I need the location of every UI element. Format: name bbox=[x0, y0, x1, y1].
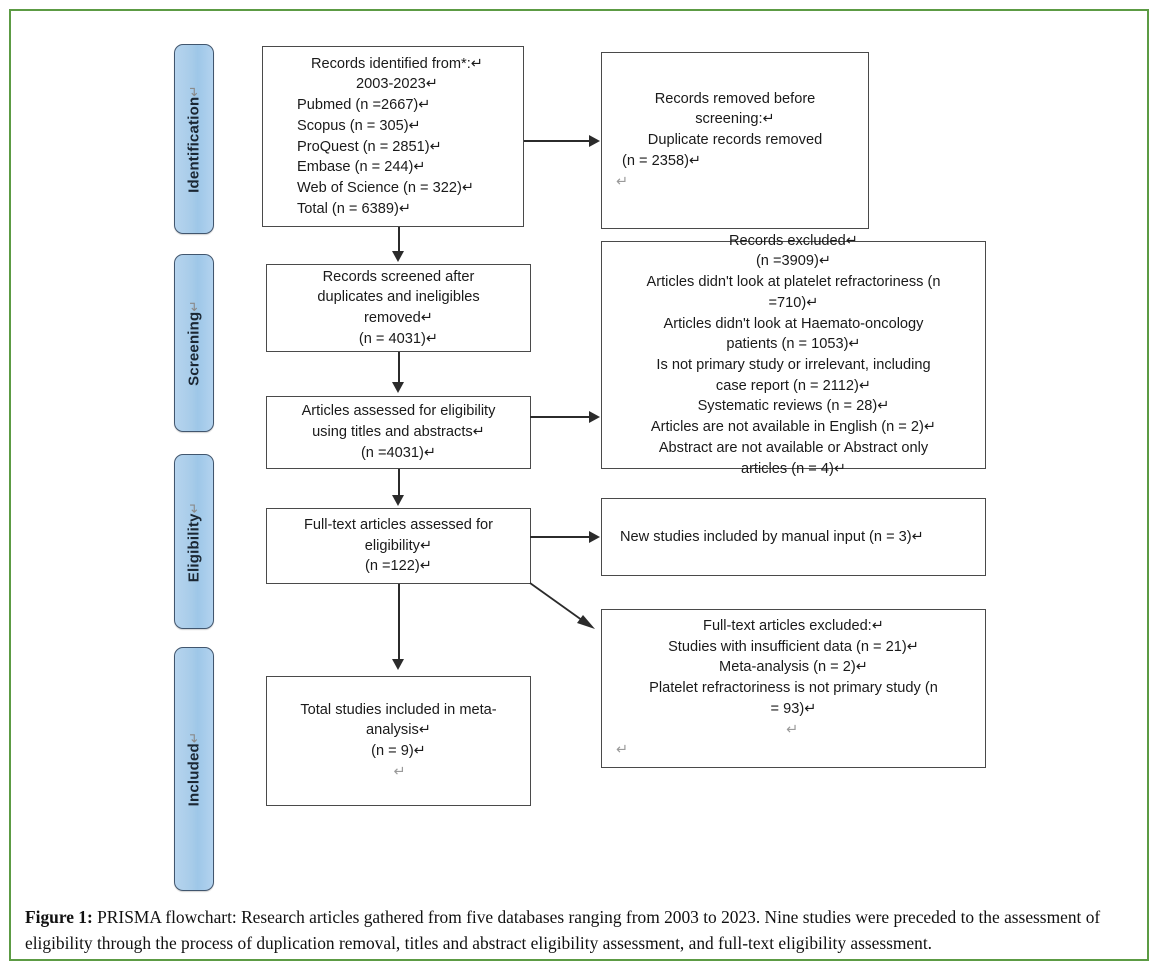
box-new-studies-manual: New studies included by manual input (n … bbox=[601, 498, 986, 576]
box-total-included-text: Total studies included in meta- analysis… bbox=[300, 701, 497, 780]
arrowhead-assessed-to-fulltext bbox=[392, 495, 404, 506]
box-fulltext-assessed: Full-text articles assessed for eligibil… bbox=[266, 508, 531, 584]
box-records-identified: Records identified from*:↵ 2003-2023↵ Pu… bbox=[262, 46, 524, 227]
connector-fulltext-to-excluded bbox=[529, 582, 595, 629]
box-articles-assessed: Articles assessed for eligibility using … bbox=[266, 396, 531, 469]
connector-assessed-to-excluded bbox=[530, 416, 591, 418]
figure-caption: Figure 1: PRISMA flowchart: Research art… bbox=[25, 904, 1133, 956]
phase-pill-included: Included↵ bbox=[174, 647, 214, 891]
connector-screened-to-assessed bbox=[398, 352, 400, 384]
box-records-removed: Records removed before screening:↵ Dupli… bbox=[601, 52, 869, 229]
arrowhead-screened-to-assessed bbox=[392, 382, 404, 393]
arrowhead-assessed-to-excluded bbox=[589, 411, 600, 423]
box-total-included: Total studies included in meta- analysis… bbox=[266, 676, 531, 806]
connector-identified-to-removed bbox=[524, 140, 591, 142]
figure-frame: Identification↵ Screening↵ Eligibility↵ … bbox=[9, 9, 1149, 961]
prisma-flowchart: Identification↵ Screening↵ Eligibility↵ … bbox=[11, 11, 1147, 891]
phase-pill-eligibility: Eligibility↵ bbox=[174, 454, 214, 629]
box-records-removed-text: Records removed before screening:↵ Dupli… bbox=[616, 90, 823, 190]
box-records-identified-text: Records identified from*:↵ 2003-2023↵ Pu… bbox=[297, 55, 484, 217]
box-records-screened: Records screened after duplicates and in… bbox=[266, 264, 531, 352]
phase-pill-screening: Screening↵ bbox=[174, 254, 214, 432]
arrowhead-fulltext-to-total bbox=[392, 659, 404, 670]
figure-caption-body: PRISMA flowchart: Research articles gath… bbox=[25, 907, 1101, 954]
connector-identified-to-screened bbox=[398, 227, 400, 253]
arrowhead-identified-to-removed bbox=[589, 135, 600, 147]
phase-pill-identification: Identification↵ bbox=[174, 44, 214, 234]
arrowhead-fulltext-to-newstudies bbox=[589, 531, 600, 543]
figure-caption-lead: Figure 1: bbox=[25, 907, 93, 927]
box-new-studies-manual-text: New studies included by manual input (n … bbox=[620, 528, 924, 545]
connector-fulltext-to-newstudies bbox=[530, 536, 591, 538]
box-fulltext-assessed-text: Full-text articles assessed for eligibil… bbox=[304, 516, 493, 575]
box-records-excluded-text: Records excluded↵ (n =3909)↵ Articles di… bbox=[646, 232, 941, 477]
box-articles-assessed-text: Articles assessed for eligibility using … bbox=[301, 403, 496, 461]
box-records-excluded: Records excluded↵ (n =3909)↵ Articles di… bbox=[601, 233, 986, 477]
connector-assessed-to-fulltext bbox=[398, 469, 400, 497]
box-fulltext-excluded: Full-text articles excluded:↵ Studies wi… bbox=[601, 609, 986, 768]
arrowhead-identified-to-screened bbox=[392, 251, 404, 262]
connector-fulltext-to-total bbox=[398, 584, 400, 661]
box-fulltext-excluded-text: Full-text articles excluded:↵ Studies wi… bbox=[616, 617, 938, 759]
box-records-screened-text: Records screened after duplicates and in… bbox=[317, 268, 480, 347]
